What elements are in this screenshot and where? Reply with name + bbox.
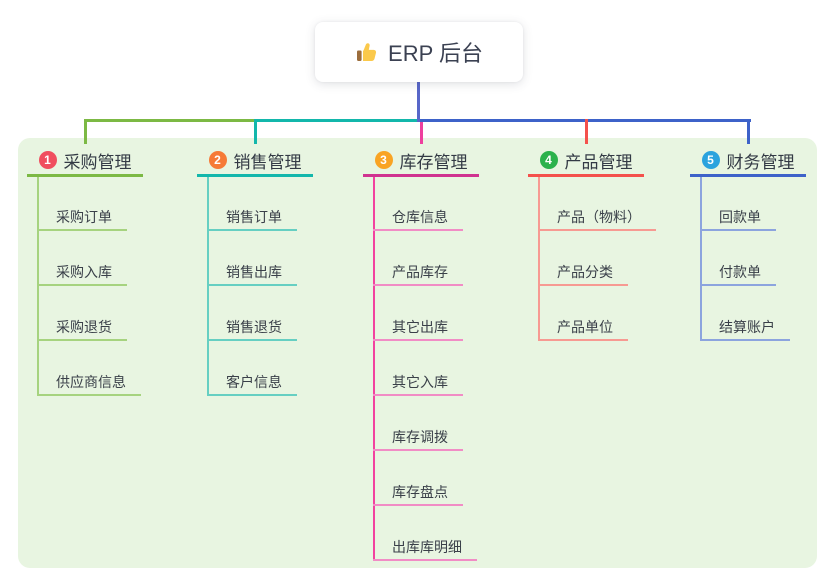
branch-children-stem-3 xyxy=(373,177,375,561)
branches-panel xyxy=(18,138,817,568)
child-node[interactable]: 其它出库 xyxy=(373,316,463,341)
connector-root-stem xyxy=(417,82,420,122)
branch-underline-3 xyxy=(363,174,479,177)
child-node[interactable]: 产品单位 xyxy=(538,316,628,341)
branch-number-badge: 4 xyxy=(539,151,558,169)
child-node[interactable]: 库存调拨 xyxy=(373,426,463,451)
child-node[interactable]: 产品分类 xyxy=(538,261,628,286)
child-node[interactable]: 销售出库 xyxy=(207,261,297,286)
connector-drop-branch-1 xyxy=(84,119,87,144)
child-node[interactable]: 销售订单 xyxy=(207,206,297,231)
branch-number-badge: 3 xyxy=(374,151,393,169)
child-node[interactable]: 供应商信息 xyxy=(37,371,141,396)
branch-children-stem-4 xyxy=(538,177,540,341)
branch-label-text: 财务管理 xyxy=(726,152,795,172)
root-node-label: ERP 后台 xyxy=(388,41,483,66)
child-node[interactable]: 采购入库 xyxy=(37,261,127,286)
child-node[interactable]: 付款单 xyxy=(700,261,776,286)
branch-children-stem-1 xyxy=(37,177,39,396)
child-node[interactable]: 采购退货 xyxy=(37,316,127,341)
child-node[interactable]: 销售退货 xyxy=(207,316,297,341)
child-node[interactable]: 出库库明细 xyxy=(373,536,477,561)
branch-node-3[interactable]: 3 库存管理 xyxy=(363,147,479,173)
branch-children-stem-5 xyxy=(700,177,702,341)
branch-node-1[interactable]: 1 采购管理 xyxy=(27,147,143,173)
branch-label-text: 库存管理 xyxy=(399,152,468,172)
root-node[interactable]: ERP 后台 xyxy=(315,22,523,82)
branch-number-badge: 5 xyxy=(701,151,720,169)
child-node[interactable]: 回款单 xyxy=(700,206,776,231)
branch-number-badge: 2 xyxy=(208,151,227,169)
connector-horizontal-branch-2 xyxy=(255,119,420,122)
child-node[interactable]: 结算账户 xyxy=(700,316,790,341)
child-node[interactable]: 客户信息 xyxy=(207,371,297,396)
branch-underline-5 xyxy=(690,174,806,177)
child-node[interactable]: 其它入库 xyxy=(373,371,463,396)
branch-underline-1 xyxy=(27,174,143,177)
connector-drop-branch-3 xyxy=(420,122,423,144)
connector-drop-branch-2 xyxy=(254,119,257,144)
branch-label-text: 产品管理 xyxy=(564,152,633,172)
child-node[interactable]: 仓库信息 xyxy=(373,206,463,231)
connector-horizontal-branch-5 xyxy=(417,119,751,122)
connector-drop-branch-4 xyxy=(585,119,588,144)
branch-underline-2 xyxy=(197,174,313,177)
branch-node-5[interactable]: 5 财务管理 xyxy=(690,147,806,173)
connector-horizontal-branch-1 xyxy=(85,119,420,122)
thumbs-up-icon xyxy=(355,40,379,64)
branch-number-badge: 1 xyxy=(38,151,57,169)
branch-node-2[interactable]: 2 销售管理 xyxy=(197,147,313,173)
branch-label-text: 销售管理 xyxy=(233,152,302,172)
child-node[interactable]: 产品（物料） xyxy=(538,206,656,231)
child-node[interactable]: 产品库存 xyxy=(373,261,463,286)
connector-drop-branch-5 xyxy=(747,119,750,144)
child-node[interactable]: 采购订单 xyxy=(37,206,127,231)
branch-node-4[interactable]: 4 产品管理 xyxy=(528,147,644,173)
branch-children-stem-2 xyxy=(207,177,209,396)
branch-underline-4 xyxy=(528,174,644,177)
child-node[interactable]: 库存盘点 xyxy=(373,481,463,506)
branch-label-text: 采购管理 xyxy=(63,152,132,172)
